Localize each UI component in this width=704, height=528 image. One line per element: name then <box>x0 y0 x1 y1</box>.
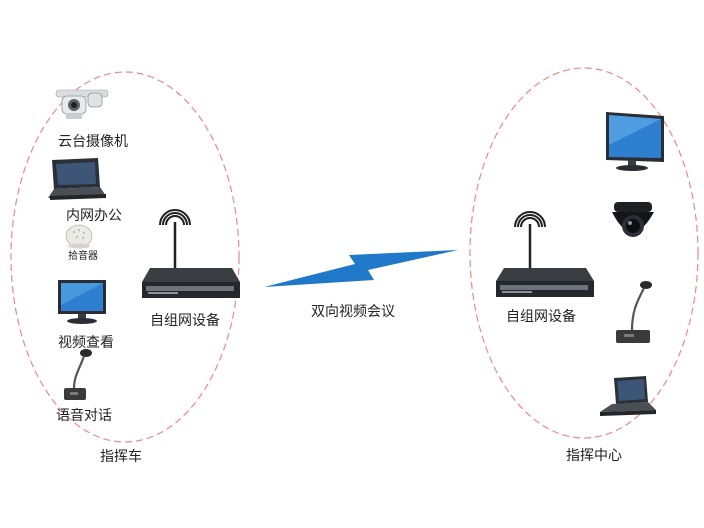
left-group-ellipse <box>10 71 240 443</box>
pickup-label: 拾音器 <box>68 251 98 262</box>
right-group-title: 指挥中心 <box>566 448 622 464</box>
antenna-icon-left <box>159 209 191 270</box>
right-device-label: 自组网设备 <box>506 309 576 325</box>
link-label: 双向视频会议 <box>311 304 395 320</box>
left-device-label: 自组网设备 <box>150 313 220 329</box>
ptz-camera-icon <box>55 89 109 119</box>
mesh-device-icon-right <box>496 268 594 297</box>
right-group-ellipse <box>469 67 699 439</box>
pickup-mic-icon <box>65 224 93 249</box>
ptz-camera-label: 云台摄像机 <box>58 134 128 150</box>
monitor-icon-right <box>606 112 664 171</box>
antenna-icon-right <box>514 211 546 270</box>
laptop-icon-right <box>600 376 656 416</box>
desk-mic-icon <box>64 349 92 400</box>
desk-mic-icon-right <box>616 281 652 343</box>
laptop-icon <box>48 158 106 200</box>
video-view-label: 视频查看 <box>58 335 114 351</box>
wireless-link-bolt <box>264 250 458 287</box>
voice-talk-label: 语音对话 <box>56 408 112 424</box>
left-group-title: 指挥车 <box>100 449 142 465</box>
monitor-icon <box>58 280 106 324</box>
intranet-office-label: 内网办公 <box>66 208 122 224</box>
mesh-device-icon-left <box>142 268 240 298</box>
dome-camera-icon <box>612 202 654 237</box>
